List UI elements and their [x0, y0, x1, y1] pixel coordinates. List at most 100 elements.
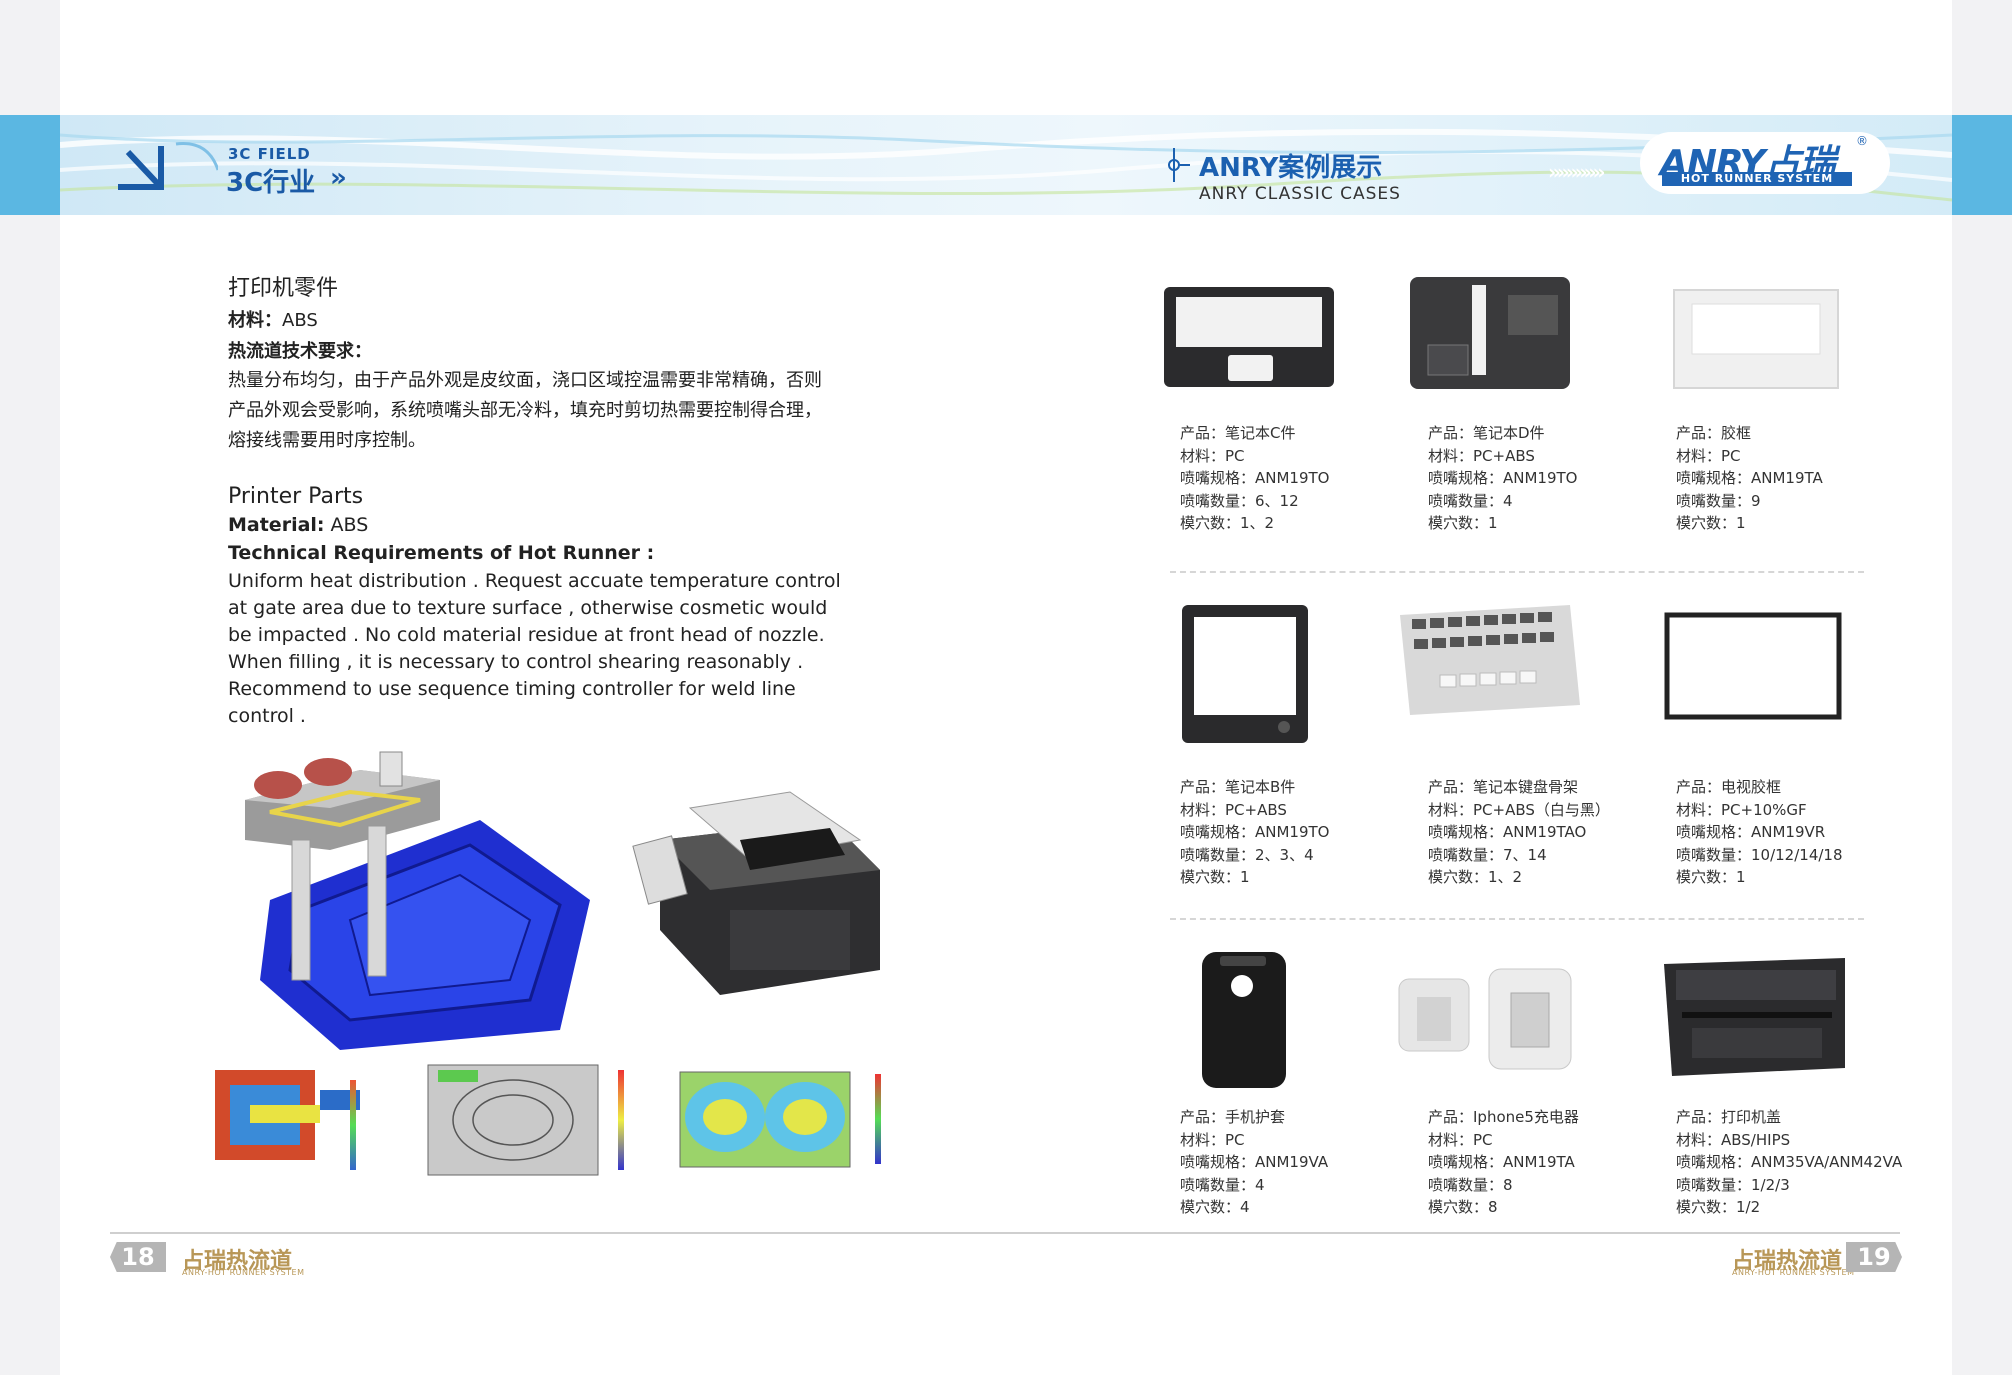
chevron-icon: »: [330, 163, 347, 193]
product-info-notebook-c: 产品：笔记本C件 材料：PC 喷嘴规格：ANM19TO 喷嘴数量：6、12 模穴…: [1180, 422, 1420, 535]
requirements-body-en: Uniform heat distribution . Request accu…: [228, 570, 841, 727]
product-nozzle-spec: 喷嘴规格：ANM19TO: [1180, 823, 1330, 841]
product-cavity: 模穴数：1、2: [1180, 514, 1275, 532]
cases-title-en: ANRY CLASSIC CASES: [1199, 184, 1401, 204]
notebook-c-part-image: [1164, 287, 1334, 387]
row-divider: [1170, 918, 1864, 920]
product-nozzle-qty: 喷嘴数量：8: [1428, 1175, 1513, 1194]
material-cn: 材料：ABS: [228, 306, 318, 332]
page-number-right: 19: [1846, 1242, 1902, 1272]
product-name: 产品：胶框: [1676, 424, 1752, 442]
product-material: 材料：PC+ABS: [1180, 800, 1287, 819]
product-cavity: 模穴数：1、2: [1428, 868, 1523, 886]
product-material: 材料：PC: [1180, 1130, 1245, 1149]
cases-title-cn: ANRY案例展示: [1199, 153, 1383, 183]
field-en: 3C FIELD: [228, 145, 311, 163]
product-material: 材料：PC+ABS（白与黑）: [1428, 800, 1610, 819]
product-cavity: 模穴数：1: [1428, 514, 1498, 532]
hot-runner-render-image: [245, 751, 590, 1050]
product-material: 材料：PC: [1428, 1130, 1493, 1149]
keyboard-frame-image: [1400, 605, 1580, 715]
notebook-b-part-image: [1182, 605, 1308, 743]
registered-mark: ®: [1856, 134, 1868, 148]
material-value-en: ABS: [324, 514, 369, 536]
requirements-heading-cn: 热流道技术要求：: [228, 341, 372, 362]
product-name: 产品：笔记本键盘骨架: [1428, 778, 1579, 796]
plastic-frame-image: [1673, 289, 1839, 389]
product-info-notebook-b: 产品：笔记本B件 材料：PC+ABS 喷嘴规格：ANM19TO 喷嘴数量：2、3…: [1180, 776, 1420, 889]
requirements-body-cn: 热量分布均匀，由于产品外观是皮纹面，浇口区域控温需要非常精确，否则产品外观会受影…: [228, 370, 822, 451]
product-cavity: 模穴数：1: [1676, 868, 1746, 886]
field-arrow-icon: [118, 142, 218, 190]
mold-flow-simulation-2: [427, 1064, 624, 1176]
product-info-keyboard-frame: 产品：笔记本键盘骨架 材料：PC+ABS（白与黑） 喷嘴规格：ANM19TAO …: [1428, 776, 1668, 889]
product-nozzle-qty: 喷嘴数量：1/2/3: [1676, 1175, 1790, 1194]
right-margin: [1952, 0, 2012, 1375]
material-en: Material: ABS: [228, 514, 368, 536]
notebook-d-part-image: [1410, 277, 1570, 389]
row-divider: [1170, 571, 1864, 573]
material-value-cn: ABS: [282, 310, 318, 331]
footer-brand-sub-right: ANRY-HOT RUNNER SYSTEM: [1732, 1268, 1855, 1277]
bullet-icon: [1168, 148, 1190, 182]
product-nozzle-qty: 喷嘴数量：9: [1676, 491, 1761, 510]
material-label-en: Material:: [228, 514, 325, 536]
product-cavity: 模穴数：8: [1428, 1198, 1498, 1216]
product-name: 产品：笔记本C件: [1180, 424, 1296, 442]
product-nozzle-qty: 喷嘴数量：4: [1428, 491, 1513, 510]
product-nozzle-spec: 喷嘴规格：ANM19TA: [1428, 1153, 1575, 1171]
product-name: 产品：打印机盖: [1676, 1108, 1782, 1126]
product-nozzle-spec: 喷嘴规格：ANM19VR: [1676, 823, 1826, 841]
footer-brand-right: 占瑞热流道: [1732, 1249, 1843, 1274]
footer-rule: [110, 1232, 1900, 1234]
left-margin: [0, 0, 60, 1375]
product-info-tv-frame: 产品：电视胶框 材料：PC+10%GF 喷嘴规格：ANM19VR 喷嘴数量：10…: [1676, 776, 1916, 889]
product-nozzle-qty: 喷嘴数量：10/12/14/18: [1676, 845, 1843, 864]
product-name: 产品：笔记本D件: [1428, 424, 1545, 442]
product-info-iphone5-charger: 产品：Iphone5充电器 材料：PC 喷嘴规格：ANM19TA 喷嘴数量：8 …: [1428, 1106, 1668, 1219]
product-material: 材料：PC: [1180, 446, 1245, 465]
tv-frame-image: [1664, 612, 1842, 720]
product-name: 产品：Iphone5充电器: [1428, 1108, 1579, 1126]
product-info-printer-cover: 产品：打印机盖 材料：ABS/HIPS 喷嘴规格：ANM35VA/ANM42VA…: [1676, 1106, 1916, 1219]
product-nozzle-qty: 喷嘴数量：6、12: [1180, 491, 1299, 510]
requirements-heading-en: Technical Requirements of Hot Runner :: [228, 542, 655, 564]
product-material: 材料：ABS/HIPS: [1676, 1130, 1791, 1149]
product-nozzle-qty: 喷嘴数量：4: [1180, 1175, 1265, 1194]
product-name: 产品：电视胶框: [1676, 778, 1782, 796]
product-material: 材料：PC+10%GF: [1676, 800, 1807, 819]
product-nozzle-qty: 喷嘴数量：2、3、4: [1180, 845, 1314, 864]
phone-case-image: [1202, 952, 1286, 1088]
product-material: 材料：PC+ABS: [1428, 446, 1535, 465]
banner-edge-right: [1952, 115, 2012, 215]
product-title-en: Printer Parts: [228, 484, 364, 509]
product-name: 产品：笔记本B件: [1180, 778, 1296, 796]
product-nozzle-qty: 喷嘴数量：7、14: [1428, 845, 1547, 864]
printer-cover-image: [1664, 958, 1845, 1076]
product-title-cn: 打印机零件: [228, 276, 339, 301]
product-nozzle-spec: 喷嘴规格：ANM19VA: [1180, 1153, 1329, 1171]
material-label-cn: 材料：: [228, 310, 282, 331]
product-cavity: 模穴数：4: [1180, 1198, 1250, 1216]
product-nozzle-spec: 喷嘴规格：ANM19TAO: [1428, 823, 1587, 841]
product-cavity: 模穴数：1: [1676, 514, 1746, 532]
product-nozzle-spec: 喷嘴规格：ANM35VA/ANM42VA: [1676, 1153, 1903, 1171]
iphone5-charger-image: [1398, 968, 1572, 1070]
product-nozzle-spec: 喷嘴规格：ANM19TO: [1428, 469, 1578, 487]
product-nozzle-spec: 喷嘴规格：ANM19TA: [1676, 469, 1823, 487]
mold-flow-simulation-3: [679, 1071, 881, 1168]
page-number-left: 18: [110, 1242, 166, 1272]
product-name: 产品：手机护套: [1180, 1108, 1286, 1126]
footer-brand-left: 占瑞热流道: [182, 1249, 293, 1274]
decorative-arrows-icon: »»»»»»: [1548, 160, 1605, 184]
footer-brand-sub-left: ANRY-HOT RUNNER SYSTEM: [182, 1268, 305, 1277]
product-info-plastic-frame: 产品：胶框 材料：PC 喷嘴规格：ANM19TA 喷嘴数量：9 模穴数：1: [1676, 422, 1916, 535]
product-cavity: 模穴数：1: [1180, 868, 1250, 886]
banner-edge-left: [0, 115, 60, 215]
field-cn: 3C行业: [226, 168, 316, 198]
product-cavity: 模穴数：1/2: [1676, 1198, 1761, 1216]
product-nozzle-spec: 喷嘴规格：ANM19TO: [1180, 469, 1330, 487]
header-banner: [60, 115, 1952, 215]
printer-photo-image: [632, 791, 880, 995]
brand-logo-subtitle: HOT RUNNER SYSTEM: [1662, 172, 1852, 186]
